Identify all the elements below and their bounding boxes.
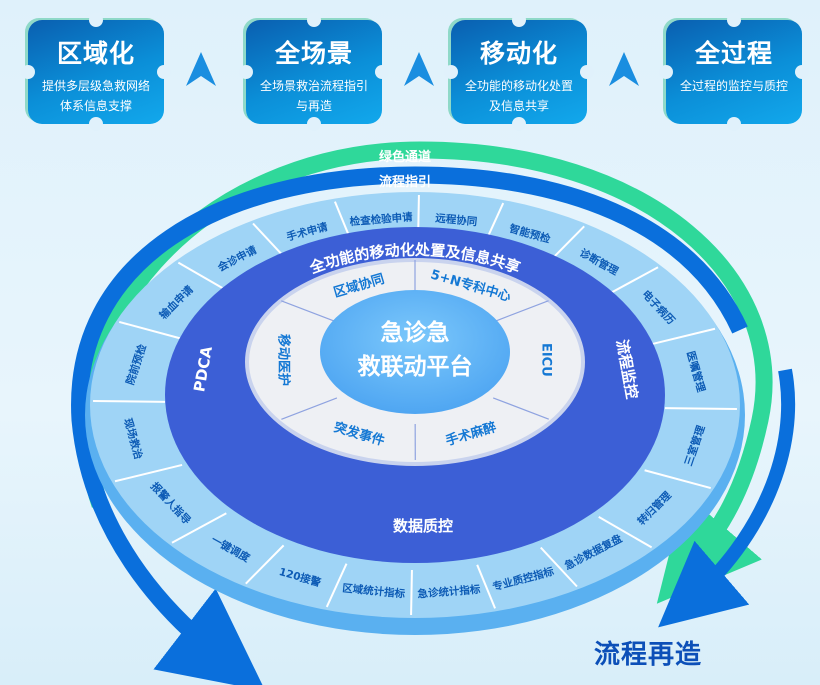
card-desc: 全功能的移动化处置及信息共享 — [464, 79, 573, 113]
segment-divider — [119, 320, 186, 341]
blue-ring-bottom: 数据质控 — [393, 517, 453, 535]
card-title: 移动化 — [479, 39, 558, 68]
process-guide-label: 流程指引 — [379, 174, 431, 190]
process-guide-arc-right — [658, 368, 796, 628]
card-title: 全场景 — [274, 39, 353, 68]
segment-divider — [603, 266, 659, 298]
outer-ring-label: 远程协同 — [435, 211, 478, 228]
footer-label: 流程再造 — [594, 640, 703, 670]
segment-divider — [114, 463, 183, 483]
outer-ring-label: 急诊统计指标 — [417, 583, 481, 601]
segment-divider — [476, 564, 497, 609]
feature-card: 全过程全过程的监控与质控 — [659, 13, 809, 131]
arrow-icon — [609, 52, 639, 86]
segment-divider — [281, 300, 338, 323]
segment-divider — [410, 569, 413, 616]
card-desc: 全场景救治流程指引与再造 — [259, 79, 368, 113]
card-title: 全过程 — [694, 39, 773, 68]
segment-divider — [644, 469, 711, 490]
inner-ring-label: 移动医护 — [276, 334, 292, 386]
green-channel-label: 绿色通道 — [379, 149, 431, 165]
inner-ring-label: EICU — [538, 343, 553, 377]
segment-divider — [664, 407, 737, 411]
segment-divider — [93, 399, 166, 403]
card-title: 区域化 — [56, 39, 135, 68]
segment-divider — [647, 327, 716, 347]
card-desc: 全过程的监控与质控 — [679, 79, 788, 93]
green-channel-arc — [78, 141, 773, 604]
feature-card: 移动化全功能的移动化处置及信息共享 — [444, 13, 594, 131]
feature-card: 全场景全场景救治流程指引与再造 — [239, 13, 389, 131]
arrow-icon — [404, 52, 434, 86]
outer-ring-label: 区域统计指标 — [342, 582, 406, 601]
segment-divider — [598, 516, 653, 549]
outer-ring-label: 检查检验申请 — [349, 210, 413, 228]
segment-divider — [281, 397, 338, 420]
process-guide-arc — [71, 166, 748, 685]
center-disc — [320, 290, 510, 414]
segment-divider — [492, 300, 549, 323]
segment-divider — [540, 546, 578, 588]
feature-card: 区域化提供多层级急救网络体系信息支撑 — [21, 13, 171, 131]
segment-divider — [492, 397, 549, 420]
center-title-1: 急诊急 — [381, 319, 450, 346]
segment-divider — [245, 544, 285, 585]
center-title-2: 救联动平台 — [358, 353, 473, 380]
card-desc: 提供多层级急救网络体系信息支撑 — [41, 79, 150, 113]
segment-divider — [171, 512, 227, 544]
segment-divider — [325, 563, 348, 608]
arrow-icon — [186, 52, 216, 86]
